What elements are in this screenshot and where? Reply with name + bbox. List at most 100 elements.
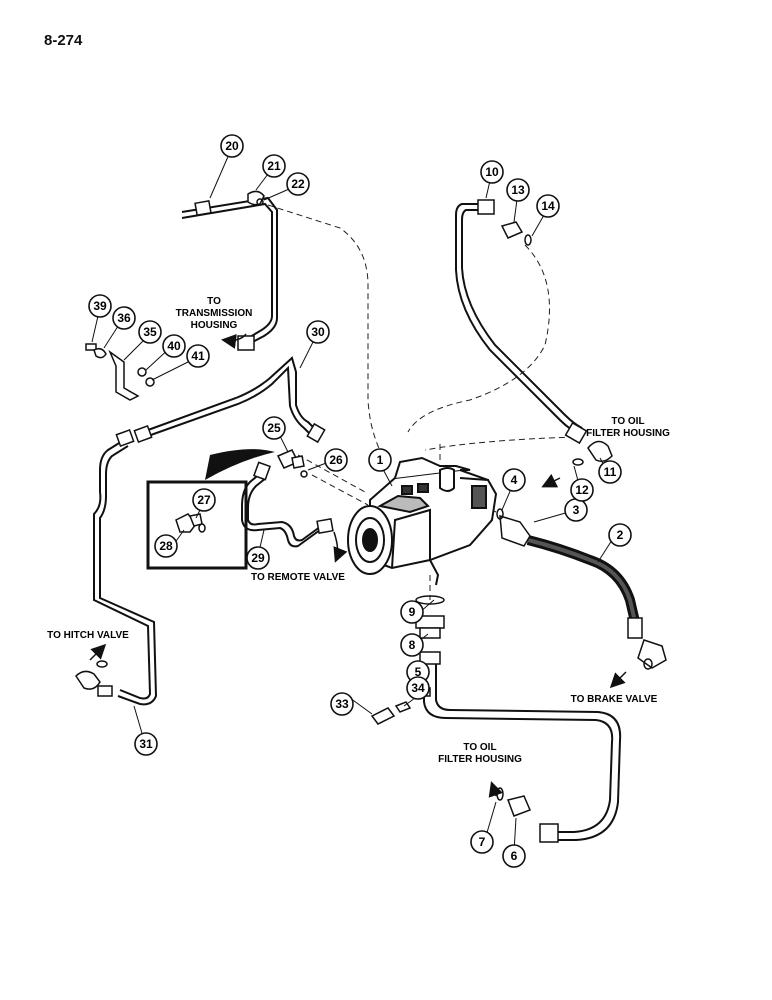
callout-number: 41: [191, 349, 205, 363]
callout-number: 13: [511, 183, 525, 197]
callout-circle: [220, 134, 244, 158]
callout-circle: [154, 534, 178, 558]
dest-oil-filter-bottom-line-2: FILTER HOUSING: [438, 754, 522, 765]
dest-hitch-valve: TO HITCH VALVE: [47, 630, 129, 641]
pipe-20: [181, 196, 278, 346]
suction-parts: [370, 595, 531, 817]
callout-31: 31: [134, 732, 158, 756]
callout-4: 4: [502, 468, 526, 492]
callout-2: 2: [608, 523, 632, 547]
callout-number: 9: [409, 605, 416, 619]
callout-40: 40: [162, 334, 186, 358]
callout-circle: [608, 523, 632, 547]
callout-circle: [186, 344, 210, 368]
callout-circle: [324, 448, 348, 472]
callout-26: 26: [324, 448, 348, 472]
pipe-30-31-fittings: [75, 422, 326, 697]
callout-14: 14: [536, 194, 560, 218]
callout-number: 22: [291, 177, 305, 191]
destination-labels: TO TRANSMISSION HOUSING TO OIL FILTER HO…: [47, 296, 670, 765]
callout-number: 20: [225, 139, 239, 153]
callout-number: 25: [267, 421, 281, 435]
callout-circle: [134, 732, 158, 756]
pipe-29-fittings: [253, 461, 334, 534]
dest-oil-filter-top-line-1: TO OIL: [611, 416, 644, 427]
callout-35: 35: [138, 320, 162, 344]
callout-number: 36: [117, 311, 131, 325]
tee-25-group: [276, 449, 308, 478]
callout-circle: [598, 460, 622, 484]
dest-remote-valve: TO REMOTE VALVE: [251, 572, 345, 583]
callout-number: 28: [159, 539, 173, 553]
callout-number: 7: [479, 835, 486, 849]
hydraulic-pump: [347, 456, 498, 586]
callout-circle: [400, 600, 424, 624]
callout-13: 13: [506, 178, 530, 202]
callout-number: 21: [267, 159, 281, 173]
callout-circle: [570, 478, 594, 502]
callout-circle: [88, 294, 112, 318]
callout-1: 1: [368, 448, 392, 472]
callout-3: 3: [564, 498, 588, 522]
callout-27: 27: [192, 488, 216, 512]
callout-9: 9: [400, 600, 424, 624]
callout-circle: [112, 306, 136, 330]
pipe-20-fittings: [194, 190, 265, 351]
callout-33: 33: [330, 692, 354, 716]
callout-30: 30: [306, 320, 330, 344]
callout-number: 10: [485, 165, 499, 179]
pipe-10: [455, 203, 583, 435]
callout-number: 3: [573, 503, 580, 517]
callout-12: 12: [570, 478, 594, 502]
callout-circle: [406, 676, 430, 700]
callout-number: 27: [197, 493, 211, 507]
callout-circle: [138, 320, 162, 344]
callout-number: 31: [139, 737, 153, 751]
callout-number: 8: [409, 638, 416, 652]
callout-6: 6: [502, 844, 526, 868]
callout-circle: [286, 172, 310, 196]
callout-39: 39: [88, 294, 112, 318]
callout-number: 29: [251, 551, 265, 565]
callout-circle: [368, 448, 392, 472]
pipe-31: [93, 439, 158, 706]
pipe-10-fittings: [477, 199, 613, 466]
dest-oil-filter-bottom-line-1: TO OIL: [463, 742, 496, 753]
callout-circle: [470, 830, 494, 854]
callout-number: 6: [511, 849, 518, 863]
pipe-30: [147, 356, 317, 437]
callout-29: 29: [246, 546, 270, 570]
callout-circle: [262, 154, 286, 178]
callout-number: 2: [617, 528, 624, 542]
page-number: 8-274: [44, 32, 83, 49]
callout-number: 5: [415, 665, 422, 679]
alignment-dashes: [267, 204, 576, 600]
callout-number: 26: [329, 453, 343, 467]
callout-28: 28: [154, 534, 178, 558]
callout-circle: [262, 416, 286, 440]
callout-11: 11: [598, 460, 622, 484]
destination-arrows: [89, 333, 627, 798]
pipe-5: [423, 664, 622, 841]
callout-10: 10: [480, 160, 504, 184]
callout-circle: [480, 160, 504, 184]
callout-circle: [192, 488, 216, 512]
dest-transmission-line-3: HOUSING: [191, 320, 238, 331]
callout-circle: [536, 194, 560, 218]
callout-36: 36: [112, 306, 136, 330]
callout-21: 21: [262, 154, 286, 178]
callout-number: 14: [541, 199, 555, 213]
callout-25: 25: [262, 416, 286, 440]
bracket-35-assembly: [85, 343, 155, 401]
callout-number: 39: [93, 299, 107, 313]
callout-number: 11: [604, 465, 617, 479]
callout-circle: [306, 320, 330, 344]
callout-circle: [502, 468, 526, 492]
callout-circle: [502, 844, 526, 868]
callout-circle: [162, 334, 186, 358]
callout-34: 34: [406, 676, 430, 700]
callout-circle: [400, 633, 424, 657]
callout-number: 30: [311, 325, 325, 339]
